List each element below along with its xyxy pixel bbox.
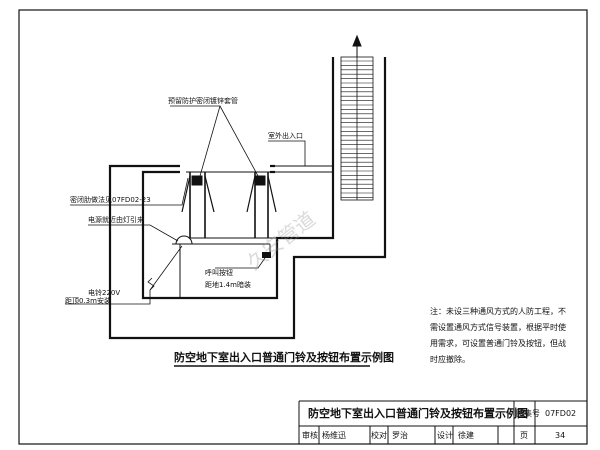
leader-lines bbox=[65, 105, 306, 305]
diagram-title: 防空地下室出入口普通门铃及按钮布置示例图 bbox=[174, 351, 394, 364]
note-text: 注：未设三种通风方式的人防工程，不需设置通风方式信号装置，根据平时使用需求，可设… bbox=[430, 307, 566, 364]
page-label: 页 bbox=[520, 431, 528, 440]
call-button-symbol bbox=[262, 252, 271, 258]
door-leaves bbox=[181, 175, 277, 213]
label-power-lead: 电源就近由灯引来 bbox=[88, 216, 144, 224]
label-bell-height: 距顶0.3m安装 bbox=[65, 297, 111, 305]
checker-name: 罗治 bbox=[392, 431, 408, 440]
atlas-number: 07FD02 bbox=[545, 409, 577, 418]
label-door-frame: 密闭肋做法见07FD02-23 bbox=[70, 196, 151, 204]
designer-name: 徐建 bbox=[458, 431, 474, 440]
up-arrow bbox=[352, 34, 362, 57]
check-label: 校对 bbox=[371, 431, 387, 440]
review-label: 审核 bbox=[302, 431, 318, 440]
label-call-button: 呼叫按钮 bbox=[205, 269, 233, 277]
title-block-title: 防空地下室出入口普通门铃及按钮布置示例图 bbox=[308, 407, 528, 420]
conduit-zigzag bbox=[147, 277, 155, 291]
label-bell-voltage: 电铃220V bbox=[88, 289, 121, 297]
page-number: 34 bbox=[555, 431, 566, 440]
label-outdoor-entrance: 室外出入口 bbox=[268, 132, 303, 140]
drawing-frame bbox=[18, 9, 588, 445]
label-button-height: 距地1.4m暗装 bbox=[205, 281, 251, 289]
design-label: 设计 bbox=[437, 431, 453, 440]
reviewer-name: 杨维迅 bbox=[322, 431, 346, 440]
bell-symbol bbox=[172, 235, 196, 245]
label-sleeve: 预留防护密闭镀锌套管 bbox=[168, 97, 238, 105]
atlas-label: 图集号 bbox=[516, 409, 540, 418]
sleeve-marks bbox=[191, 175, 266, 186]
title-block bbox=[298, 400, 587, 444]
stair-steps bbox=[341, 60, 373, 198]
